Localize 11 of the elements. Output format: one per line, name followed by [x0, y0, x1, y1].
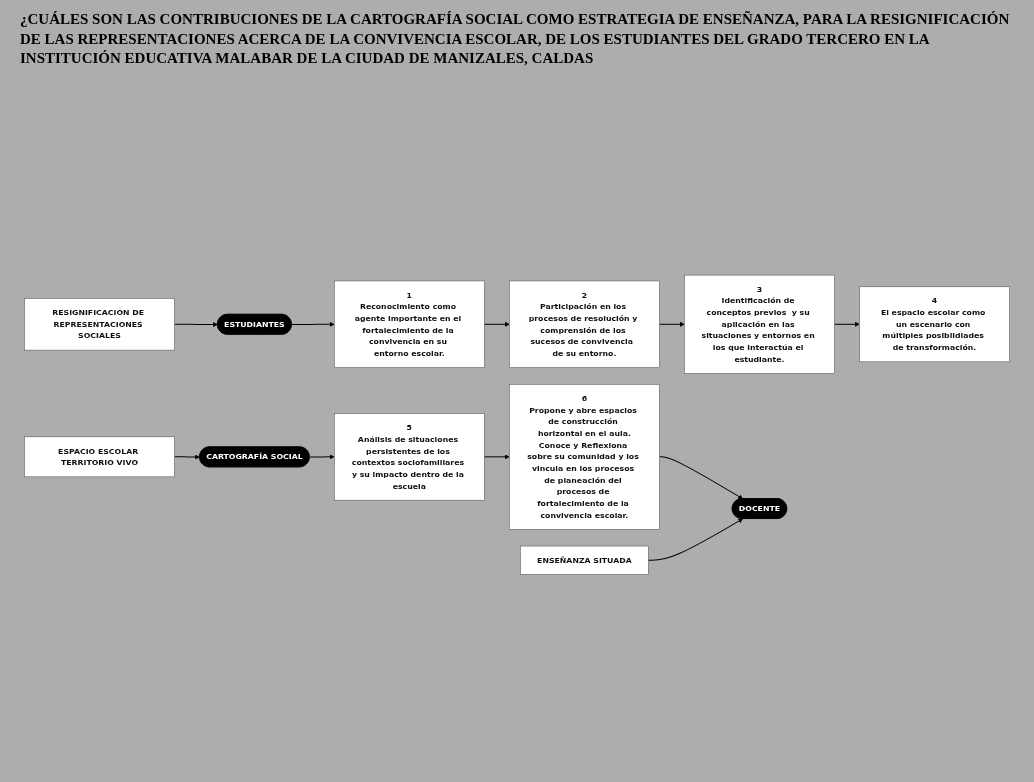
arrow [658, 321, 685, 327]
arrow [658, 455, 743, 499]
arrow [647, 518, 743, 561]
arrow [483, 453, 510, 459]
title: ¿CUÁLES SON LAS CONTRIBUCIONES DE LA CARTOGRAFÍA SOCIAL COMO ESTRATEGIA DE ENSEÑANZA, PARA LA RESIGNIFICACIÓN DE LAS REPRESENTACIONES ACERCA DE LA CONVIVENCIA ESCOLAR, DE LOS ESTUDIANTES DEL GRADO TERCERO EN LA INSTITUCIÓN EDUCATIVA MALABAR DE LA CIUDAD DE MANIZALES, CALDAS [20, 10, 1011, 68]
arrow [291, 321, 335, 327]
arrow [309, 453, 335, 459]
arrow [483, 321, 510, 327]
arrow [174, 321, 218, 327]
arrow [834, 321, 860, 327]
arrow [174, 454, 200, 459]
